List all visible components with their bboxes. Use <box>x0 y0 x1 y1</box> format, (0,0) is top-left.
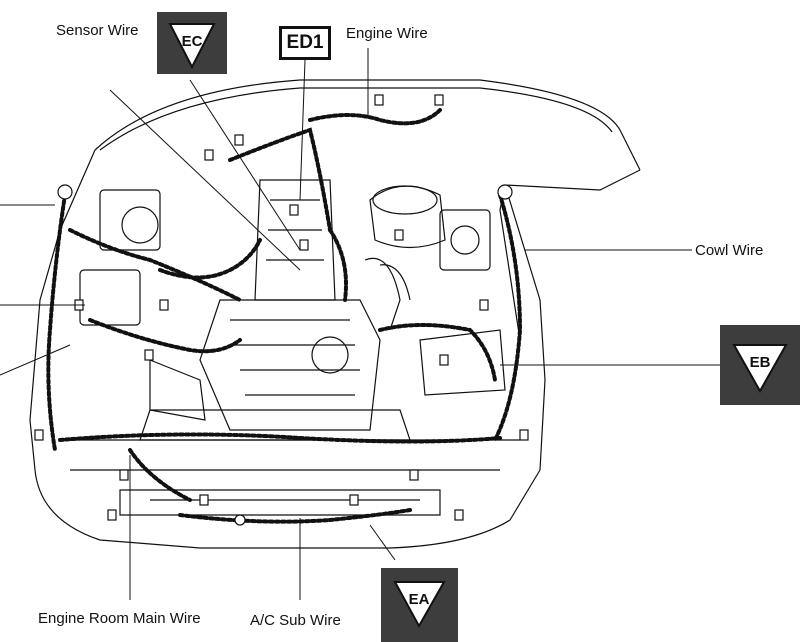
leader-ed1 <box>299 59 306 201</box>
eb-badge-text: EB <box>750 354 771 371</box>
ea-badge: EA <box>381 568 458 642</box>
engine-block <box>199 299 381 431</box>
leader-ec <box>189 79 301 251</box>
engine-room-main-wire-label: Engine Room Main Wire <box>38 610 201 627</box>
body-left <box>29 149 96 471</box>
leader-sensor-wire <box>109 89 301 271</box>
leader-left-3 <box>0 344 71 376</box>
ec-badge: EC <box>157 12 227 74</box>
eb-badge: EB <box>720 325 800 405</box>
body-right <box>504 169 641 471</box>
ac-sub-wire-label: A/C Sub Wire <box>250 612 341 629</box>
sensor-wire-label: Sensor Wire <box>56 22 139 39</box>
engine-wire-label: Engine Wire <box>346 25 428 42</box>
air-cleaner <box>369 185 446 249</box>
ac-sub-wire-harness <box>178 508 412 524</box>
front-bumper <box>34 469 541 549</box>
leader-ea <box>369 524 396 561</box>
cowl-wire-harness <box>493 193 523 442</box>
ec-badge-text: EC <box>182 33 203 50</box>
ea-badge-text: EA <box>409 591 430 608</box>
cowl-wire-label: Cowl Wire <box>695 242 764 259</box>
engine-wire-harness <box>308 108 442 126</box>
left-harness <box>46 193 67 452</box>
ed1-label: ED1 <box>279 26 331 60</box>
hood-outline <box>94 79 641 171</box>
